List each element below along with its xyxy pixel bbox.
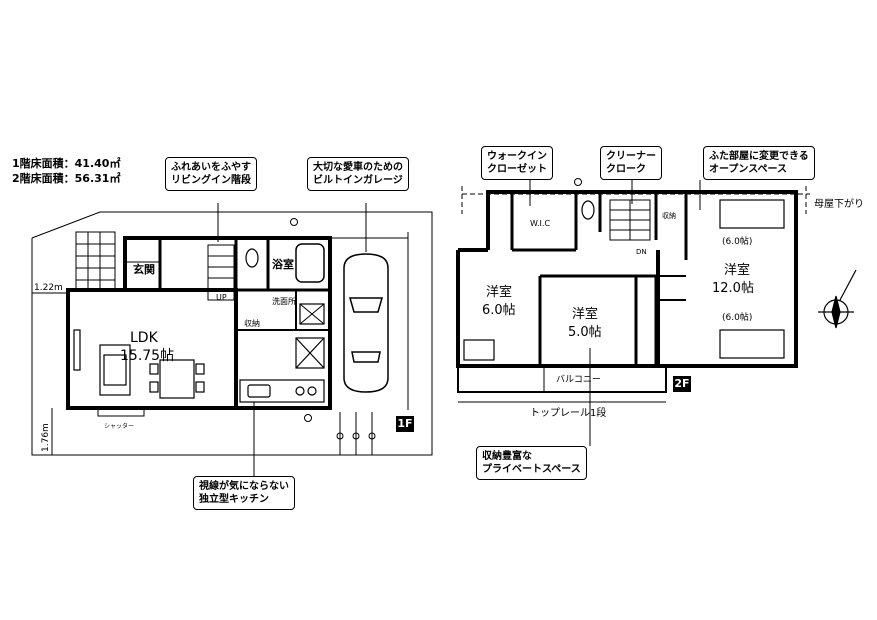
toilet-2f	[581, 200, 595, 220]
balcony	[457, 365, 667, 393]
room3-size: 12.0帖	[712, 281, 754, 296]
callout-garage: 大切な愛車のための ビルトインガレージ	[307, 157, 409, 191]
dining-set	[149, 359, 205, 399]
callout-cleaner-line2: クローク	[606, 164, 646, 175]
callout-stairs: ふれあいをふやす リビングイン階段	[165, 157, 257, 191]
stairs-2f	[609, 199, 651, 241]
callout-storage-line1: 収納豊富な	[482, 451, 532, 462]
ldk-size-label: 15.75帖	[120, 348, 174, 364]
bed-1	[719, 199, 785, 229]
callout-cleaner: クリーナー クローク	[600, 146, 662, 180]
callout-kitchen-line2: 独立型キッチン	[199, 494, 269, 505]
bed-3	[463, 339, 495, 361]
callout-walkin-line1: ウォークイン	[487, 151, 547, 162]
shutter-label: シャッター	[104, 422, 134, 430]
bathtub	[295, 243, 325, 283]
callout-kitchen: 視線が気にならない 独立型キッチン	[193, 476, 295, 510]
washroom-label: 洗面所	[272, 296, 296, 306]
room2-size: 5.0帖	[568, 325, 602, 340]
bed-2	[719, 329, 785, 359]
wic-label: W.I.C	[530, 219, 550, 228]
balcony-label: バルコニー	[556, 374, 601, 385]
kitchen-counter	[239, 337, 325, 403]
storage-1f-label: 収納	[244, 318, 260, 328]
ldk-label: LDK	[130, 330, 159, 346]
callout-garage-line2: ビルトインガレージ	[313, 175, 403, 186]
callout-walkin-line2: クローゼット	[487, 164, 547, 175]
dn-label: DN	[636, 248, 647, 256]
dim-bottom-label: 1.76m	[41, 423, 51, 452]
room1-size: 6.0帖	[482, 303, 516, 318]
callout-openspace: ふた部屋に変更できる オープンスペース	[703, 146, 815, 180]
callout-storage-line2: プライベートスペース	[482, 464, 581, 475]
room3-name: 洋室	[724, 262, 750, 278]
storage-2f-label: 収納	[662, 211, 676, 220]
genkan-label: 玄関	[133, 262, 155, 276]
room3-sub2: (6.0帖)	[722, 311, 752, 323]
floor1-area-text: 1階床面積：41.40㎡	[12, 157, 121, 170]
floor1-plan	[31, 203, 433, 476]
stairs-1f	[207, 244, 235, 301]
room1-name: 洋室	[486, 284, 512, 300]
callout-walkin: ウォークイン クローゼット	[481, 146, 553, 180]
roof-label: 母屋下がり	[814, 197, 864, 210]
north-compass-icon	[818, 269, 857, 329]
bollards	[336, 412, 376, 455]
room2-name: 洋室	[572, 306, 598, 322]
car	[343, 253, 389, 393]
floor2-badge: 2F	[673, 376, 691, 392]
rail-label: トップレール1段	[530, 406, 606, 419]
callout-openspace-line2: オープンスペース	[709, 164, 787, 175]
callout-garage-line1: 大切な愛車のための	[313, 162, 403, 173]
up-label: UP	[216, 293, 227, 302]
callout-cleaner-line1: クリーナー	[606, 151, 656, 162]
dim-left-label: 1.22m	[34, 283, 63, 293]
sofa	[99, 344, 131, 396]
room3-sub1: (6.0帖)	[722, 235, 752, 247]
bath-label: 浴室	[272, 257, 294, 271]
callout-openspace-line1: ふた部屋に変更できる	[709, 151, 809, 162]
entrance-steps	[75, 231, 116, 291]
callout-storage: 収納豊富な プライベートスペース	[476, 446, 587, 480]
callout-stairs-line1: ふれあいをふやす	[171, 162, 251, 173]
callout-stairs-line2: リビングイン階段	[171, 175, 251, 186]
floor2-plan	[456, 178, 810, 446]
floor1-badge: 1F	[396, 416, 414, 432]
washbasin	[299, 303, 325, 325]
tv-unit	[73, 329, 81, 371]
floor2-area-text: 2階床面積：56.31㎡	[12, 172, 121, 185]
toilet-1f	[245, 248, 259, 268]
callout-kitchen-line1: 視線が気にならない	[199, 481, 289, 492]
